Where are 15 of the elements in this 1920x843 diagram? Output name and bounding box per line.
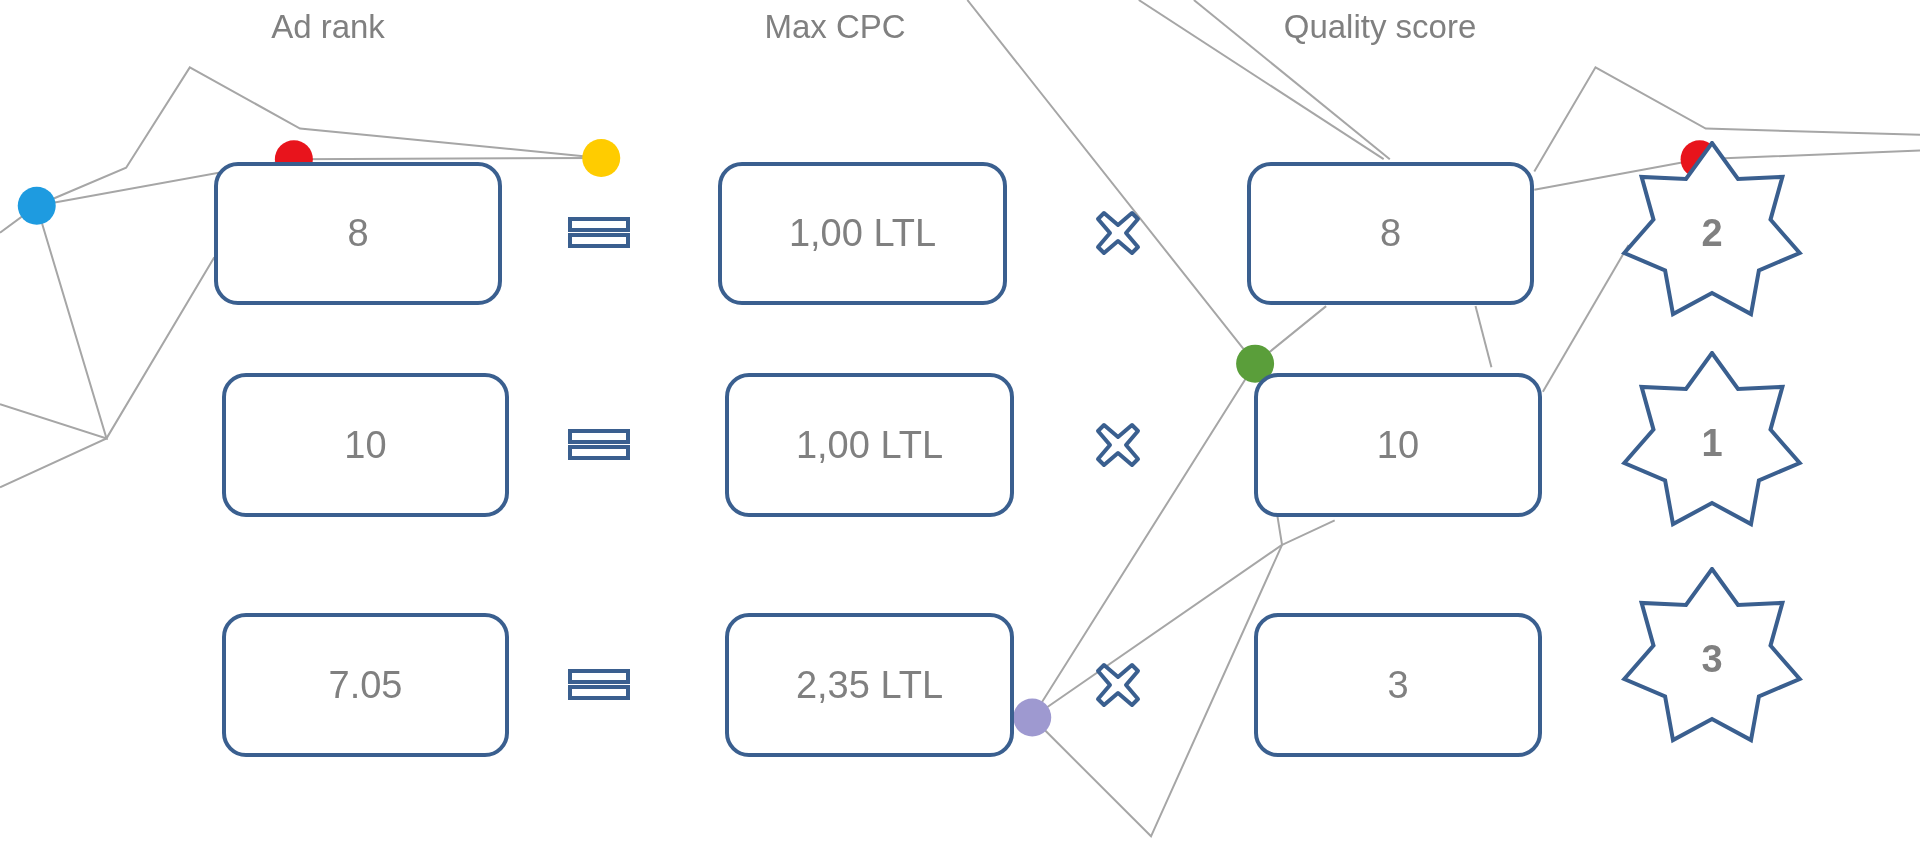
rank-number: 1 [1701, 421, 1723, 465]
value-box: 10 [1254, 373, 1542, 517]
value-box: 2,35 LTL [725, 613, 1014, 757]
value-box: 1,00 LTL [725, 373, 1014, 517]
rank-number: 3 [1701, 637, 1723, 681]
value-box: 10 [222, 373, 509, 517]
rank-number: 2 [1701, 211, 1723, 255]
column-header: Ad rank [271, 8, 385, 46]
value-box: 3 [1254, 613, 1542, 757]
value-box: 1,00 LTL [718, 162, 1007, 305]
column-header: Max CPC [764, 8, 906, 46]
column-header: Quality score [1283, 8, 1477, 46]
value-box: 8 [1247, 162, 1534, 305]
value-box: 7.05 [222, 613, 509, 757]
value-box: 8 [214, 162, 502, 305]
